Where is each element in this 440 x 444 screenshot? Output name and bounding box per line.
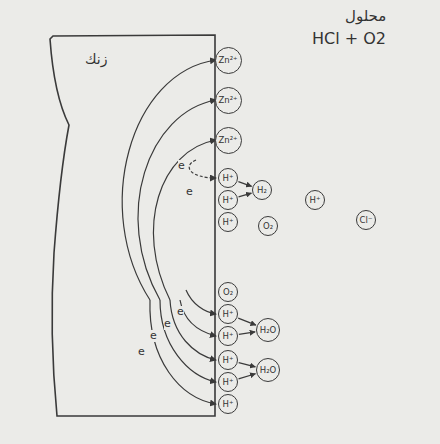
ion-formula: H⁺: [223, 310, 234, 319]
plate-outline: [45, 33, 217, 418]
ion-circle: H⁺: [218, 190, 238, 210]
electron-label: e: [186, 186, 193, 198]
ion-circle: Zn²⁺: [215, 127, 242, 154]
ion-formula: Zn²⁺: [218, 96, 237, 105]
ion-formula: H₂: [257, 186, 267, 195]
reaction-arrow: [238, 182, 251, 187]
electron-label: e: [164, 318, 171, 330]
ion-circle: H⁺: [305, 190, 325, 210]
electron-label: e: [150, 330, 157, 342]
metal-name: زنك: [85, 51, 107, 67]
ion-formula: H⁺: [223, 400, 234, 409]
ion-circle: Zn²⁺: [215, 87, 242, 114]
electron-path: [170, 300, 216, 360]
ion-formula: H⁺: [223, 378, 234, 387]
electron-path: [186, 290, 216, 314]
ion-formula: O₂: [263, 222, 273, 231]
electron-path: [160, 300, 216, 382]
solution-formula: HCl + O2: [312, 30, 386, 48]
reaction-arrow: [239, 193, 252, 197]
electron-path: [150, 300, 216, 404]
ion-formula: H⁺: [223, 196, 234, 205]
reaction-arrow: [239, 332, 255, 334]
electron-path: [153, 140, 216, 300]
ion-formula: Zn²⁺: [218, 136, 237, 145]
ion-formula: H⁺: [223, 218, 234, 227]
electron-label: e: [177, 306, 184, 318]
zinc-plate: زنك: [45, 33, 217, 418]
ion-circle: H⁺: [218, 350, 238, 370]
ion-circle: H⁺: [218, 304, 238, 324]
electron-path: [189, 160, 216, 178]
ion-circle: O₂: [258, 216, 278, 236]
electron-label: e: [138, 346, 145, 358]
ion-circle: Zn²⁺: [215, 47, 242, 74]
ion-circle: H₂O: [256, 318, 280, 342]
ion-formula: H₂O: [260, 326, 277, 335]
electron-path: [122, 60, 216, 300]
ion-circle: H⁺: [218, 168, 238, 188]
ion-formula: H⁺: [223, 332, 234, 341]
ion-formula: H₂O: [260, 366, 277, 375]
ion-formula: Zn²⁺: [218, 56, 237, 65]
reaction-arrow: [239, 374, 256, 379]
ion-circle: H₂: [252, 180, 272, 200]
electron-path: [138, 100, 216, 300]
ion-circle: H⁺: [218, 372, 238, 392]
ion-formula: O₂: [223, 288, 233, 297]
ion-circle: Cl⁻: [356, 210, 376, 230]
ion-formula: H⁺: [223, 356, 234, 365]
reaction-arrow: [238, 318, 256, 325]
reaction-arrow: [239, 363, 256, 367]
solution-title: محلول: [345, 8, 386, 25]
ion-formula: H⁺: [310, 196, 321, 205]
ion-formula: H⁺: [223, 174, 234, 183]
ion-circle: H⁺: [218, 394, 238, 414]
ion-circle: H₂O: [256, 358, 280, 382]
ion-circle: H⁺: [218, 212, 238, 232]
electron-label: e: [178, 160, 185, 172]
ion-formula: Cl⁻: [360, 216, 373, 225]
ion-circle: O₂: [218, 282, 238, 302]
ion-circle: H⁺: [218, 326, 238, 346]
